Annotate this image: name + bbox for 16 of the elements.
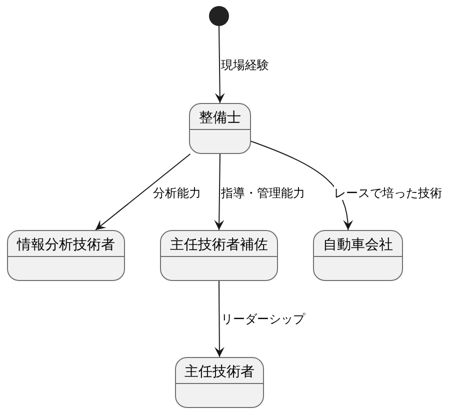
edge-label: レースで培った技術 (334, 186, 442, 200)
edge-label: 現場経験 (221, 58, 269, 72)
state-box: 整備士 (189, 103, 251, 154)
edge-label: 指導・管理能力 (221, 186, 305, 200)
state-box: 主任技術者 (175, 357, 264, 408)
state-box: 情報分析技術者 (7, 230, 125, 281)
start-circle (209, 6, 229, 26)
state-box: 自動車会社 (313, 230, 403, 281)
arrow (214, 26, 225, 104)
edge-label: 分析能力 (153, 186, 201, 200)
arrow (214, 154, 224, 230)
arrow (95, 154, 191, 230)
state-box: 主任技術者補佐 (160, 230, 278, 281)
arrow (214, 280, 224, 358)
edge-label: リーダーシップ (221, 312, 305, 326)
arrow (250, 140, 353, 230)
